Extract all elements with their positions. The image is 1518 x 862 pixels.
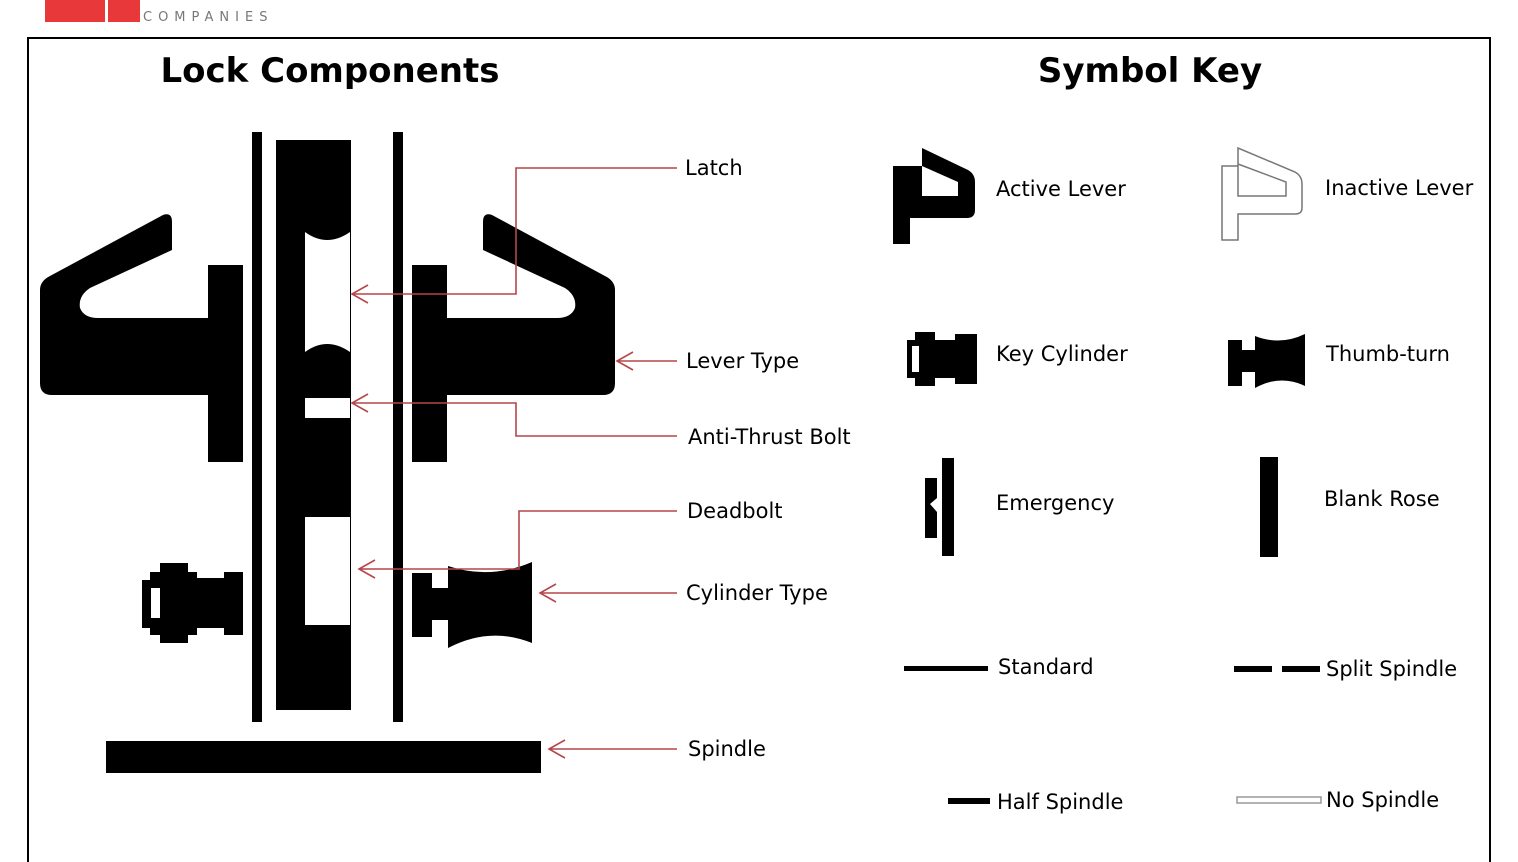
label-spindle: Spindle: [688, 737, 766, 761]
label-key-cylinder: Key Cylinder: [996, 342, 1128, 366]
svg-text:COMPANIES: COMPANIES: [143, 10, 273, 25]
standard-spindle-icon: [904, 666, 988, 671]
label-active-lever: Active Lever: [996, 177, 1126, 201]
half-spindle-icon: [948, 798, 990, 804]
thumb-turn-right: [412, 562, 532, 648]
split-spindle-icon: [1234, 666, 1320, 672]
label-emergency: Emergency: [996, 491, 1114, 515]
key-cylinder-left: [142, 563, 243, 643]
emergency-icon: [925, 458, 954, 556]
label-cylinder-type: Cylinder Type: [686, 581, 828, 605]
anti-thrust-slot: [305, 398, 350, 418]
label-latch: Latch: [685, 156, 743, 180]
company-logo: COMPANIES: [45, 0, 273, 25]
label-anti-thrust-bolt: Anti-Thrust Bolt: [688, 425, 851, 449]
callout-arrows: [350, 167, 677, 759]
active-lever-icon: [893, 148, 975, 244]
inactive-lever-icon: [1221, 146, 1303, 241]
label-inactive-lever: Inactive Lever: [1325, 176, 1474, 200]
deadbolt-slot: [305, 517, 350, 625]
right-lever: [412, 214, 615, 462]
label-lever-type: Lever Type: [686, 349, 799, 373]
label-split-spindle: Split Spindle: [1326, 657, 1457, 681]
key-cylinder-icon: [907, 332, 977, 386]
label-thumb-turn: Thumb-turn: [1325, 342, 1450, 366]
label-deadbolt: Deadbolt: [687, 499, 783, 523]
label-no-spindle: No Spindle: [1326, 788, 1439, 812]
diagram-frame: [27, 37, 1491, 862]
label-blank-rose: Blank Rose: [1324, 487, 1440, 511]
thumb-turn-icon: [1228, 334, 1305, 388]
lock-components-title: Lock Components: [160, 51, 499, 91]
label-half-spindle: Half Spindle: [997, 790, 1123, 814]
lock-illustration: [40, 132, 615, 773]
left-rail: [252, 132, 262, 722]
right-rail: [393, 132, 403, 722]
spindle-bar: [106, 741, 541, 773]
symbol-key-title: Symbol Key: [1038, 51, 1262, 91]
blank-rose-icon: [1260, 457, 1278, 557]
label-standard: Standard: [998, 655, 1094, 679]
latch-slot: [305, 232, 350, 352]
left-lever: [40, 214, 243, 462]
no-spindle-icon: [1236, 796, 1322, 804]
